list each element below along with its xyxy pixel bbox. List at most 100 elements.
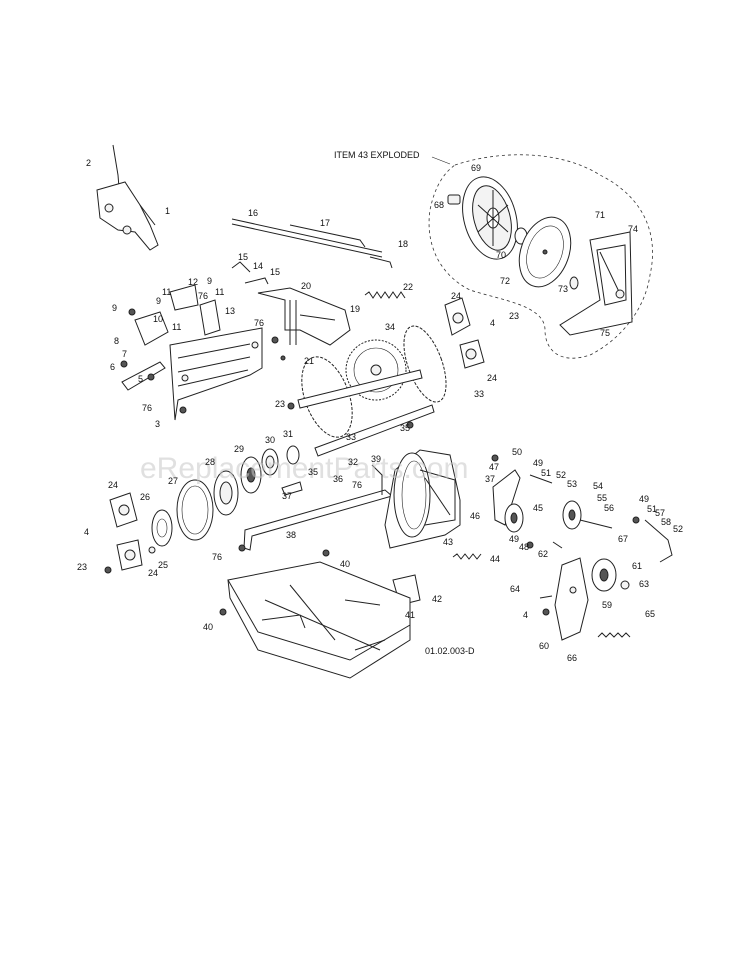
callout-36: 36 <box>333 474 343 484</box>
callout-15: 15 <box>270 267 280 277</box>
callout-35: 35 <box>400 423 410 433</box>
part-50-arm <box>529 474 553 484</box>
part-24-bearing-upper-right <box>444 297 485 369</box>
callout-60: 60 <box>539 641 549 651</box>
diagram-code: 01.02.003-D <box>425 646 475 656</box>
watermark: eReplacementParts.com <box>140 452 468 485</box>
callout-4: 4 <box>523 610 528 620</box>
part-73-nut <box>569 276 579 290</box>
callout-67: 67 <box>618 534 628 544</box>
callout-76: 76 <box>142 403 152 413</box>
part-15-bracket <box>244 277 269 285</box>
callout-64: 64 <box>510 584 520 594</box>
callout-46: 46 <box>470 511 480 521</box>
part-52-rod <box>644 519 673 563</box>
callout-4: 4 <box>84 527 89 537</box>
callout-35: 35 <box>308 467 318 477</box>
part-68-bushing <box>447 194 461 205</box>
callout-31: 31 <box>283 429 293 439</box>
callout-11: 11 <box>172 322 181 332</box>
callout-9: 9 <box>112 303 117 313</box>
callout-15: 15 <box>238 252 248 262</box>
callout-12: 12 <box>188 277 198 287</box>
part-6-lever <box>121 361 166 391</box>
callout-14: 14 <box>253 261 263 271</box>
hardware-bits <box>104 308 640 616</box>
callout-42: 42 <box>432 594 442 604</box>
callout-26: 26 <box>140 492 150 502</box>
part-31-ring <box>286 445 300 465</box>
callout-33: 33 <box>346 432 356 442</box>
part-11-bracket <box>134 311 169 346</box>
callout-58: 58 <box>661 517 671 527</box>
callout-34: 34 <box>385 322 395 332</box>
callout-6: 6 <box>110 362 115 372</box>
part-29-hub <box>240 456 262 494</box>
callout-24: 24 <box>487 373 497 383</box>
callout-76: 76 <box>212 552 222 562</box>
callout-66: 66 <box>567 653 577 663</box>
part-27-belt-ring <box>176 479 214 541</box>
part-45-idler-pulley <box>504 503 524 533</box>
callout-33: 33 <box>474 389 484 399</box>
part-64-bolt <box>539 595 553 599</box>
callout-37: 37 <box>282 491 292 501</box>
callout-56: 56 <box>604 503 614 513</box>
callout-74: 74 <box>628 224 638 234</box>
callout-2: 2 <box>86 158 91 168</box>
callout-11: 11 <box>215 287 224 297</box>
callout-49: 49 <box>533 458 543 468</box>
callout-18: 18 <box>398 239 408 249</box>
callout-11: 11 <box>162 287 171 297</box>
callout-19: 19 <box>350 304 360 314</box>
callout-52: 52 <box>556 470 566 480</box>
callout-4: 4 <box>490 318 495 328</box>
callout-76: 76 <box>198 291 208 301</box>
part-44-spring <box>452 553 482 560</box>
callout-72: 72 <box>500 276 510 286</box>
part-16-rod <box>231 218 383 253</box>
part-28-drive-pulley <box>213 470 239 516</box>
callout-23: 23 <box>509 311 519 321</box>
part-59-bracket <box>554 557 589 641</box>
part-18-link <box>369 256 393 269</box>
part-74-bracket <box>559 231 633 336</box>
callout-30: 30 <box>265 435 275 445</box>
part-26-pulley <box>151 509 173 547</box>
callout-10: 10 <box>153 314 163 324</box>
callout-17: 17 <box>320 218 330 228</box>
part-17-rod <box>289 224 366 248</box>
part-25-nut <box>148 546 156 554</box>
callout-38: 38 <box>286 530 296 540</box>
part-14-bracket <box>231 261 251 273</box>
callout-32: 32 <box>348 457 358 467</box>
callout-73: 73 <box>558 284 568 294</box>
part-1-control-assembly <box>96 144 159 251</box>
callout-70: 70 <box>496 250 506 260</box>
callout-25: 25 <box>158 560 168 570</box>
item-43-exploded-label: ITEM 43 EXPLODED <box>334 150 420 160</box>
callout-65: 65 <box>645 609 655 619</box>
part-38-bracket <box>243 489 394 551</box>
callout-9: 9 <box>156 296 161 306</box>
callout-24: 24 <box>148 568 158 578</box>
part-61-pulley <box>591 558 617 592</box>
part-69-pulley <box>462 176 518 260</box>
part-62-bolt <box>552 541 563 549</box>
callout-27: 27 <box>168 476 178 486</box>
callout-68: 68 <box>434 200 444 210</box>
callout-43: 43 <box>443 537 453 547</box>
callout-39: 39 <box>371 454 381 464</box>
leader <box>431 156 451 165</box>
callout-76: 76 <box>352 480 362 490</box>
callout-23: 23 <box>275 399 285 409</box>
callout-45: 45 <box>533 503 543 513</box>
callout-1: 1 <box>165 206 170 216</box>
part-65-spring <box>597 632 631 638</box>
callout-13: 13 <box>225 306 235 316</box>
part-39-rod <box>371 464 383 495</box>
callout-57: 57 <box>655 508 665 518</box>
callout-21: 21 <box>304 356 314 366</box>
part-24-bearing-lower-left <box>109 492 143 571</box>
